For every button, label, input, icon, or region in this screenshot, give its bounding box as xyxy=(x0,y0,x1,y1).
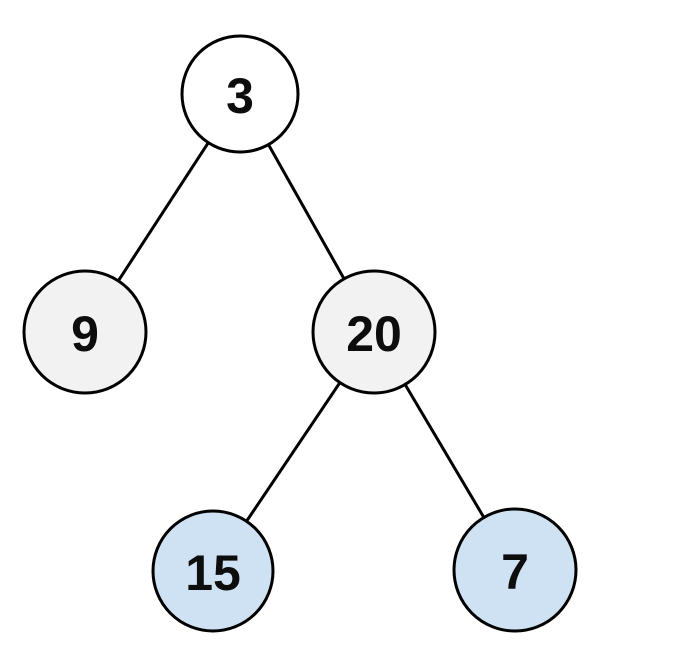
tree-node-circle-15 xyxy=(151,509,275,633)
tree-node-9: 9 xyxy=(22,269,148,395)
tree-node-label-7: 7 xyxy=(501,544,529,600)
tree-node-circle-7 xyxy=(452,507,578,633)
tree-node-label-15: 15 xyxy=(185,545,241,601)
tree-node-label-3: 3 xyxy=(226,68,254,124)
tree-node-15: 15 xyxy=(151,509,275,633)
tree-node-7: 7 xyxy=(452,507,578,633)
tree-node-circle-9 xyxy=(22,269,148,395)
tree-node-3: 3 xyxy=(180,34,300,154)
tree-node-label-20: 20 xyxy=(346,306,402,362)
tree-node-circle-20 xyxy=(311,269,437,395)
tree-node-20: 20 xyxy=(311,269,437,395)
tree-node-label-9: 9 xyxy=(71,306,99,362)
tree-node-circle-3 xyxy=(180,34,300,154)
